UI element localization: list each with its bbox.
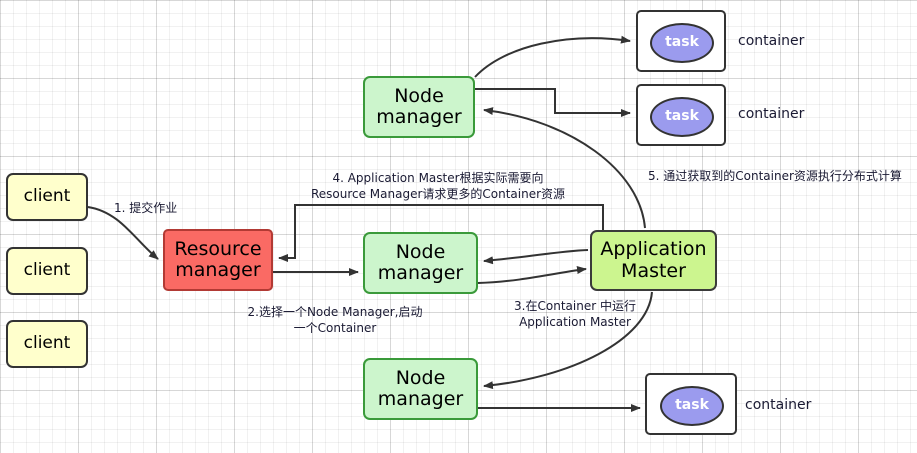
client-node-2[interactable]: client <box>6 247 88 295</box>
edge-top-node-manager-to-task-2 <box>475 88 631 117</box>
client-label: client <box>23 260 71 281</box>
application-master-label: Application Master <box>600 238 707 282</box>
edge-node-manager-to-application-master <box>477 266 587 284</box>
node-manager-bottom[interactable]: Node manager <box>363 358 478 420</box>
edge-label-step-4: 4. Application Master根据实际需要向 Resource Ma… <box>310 171 566 202</box>
container-box-2[interactable]: task <box>636 84 726 146</box>
resource-manager-node[interactable]: Resource manager <box>163 229 273 291</box>
node-manager-top[interactable]: Node manager <box>363 76 475 138</box>
node-manager-label: Node manager <box>376 84 462 128</box>
edge-label-step-3: 3.在Container 中运行 Application Master <box>514 299 636 330</box>
client-label: client <box>23 333 71 354</box>
task-ellipse-3[interactable]: task <box>660 386 724 426</box>
container-caption-1: container <box>738 33 805 49</box>
node-manager-label: Node manager <box>377 240 464 284</box>
resource-manager-label: Resource manager <box>174 237 262 281</box>
task-ellipse-1[interactable]: task <box>650 23 714 63</box>
container-caption-3: container <box>745 397 812 413</box>
task-label: task <box>665 108 699 125</box>
edge-application-master-to-node-manager <box>483 249 589 265</box>
edge-application-master-to-top-node-manager <box>483 107 646 229</box>
task-label: task <box>665 34 699 51</box>
node-manager-middle[interactable]: Node manager <box>363 232 478 294</box>
client-label: client <box>23 186 71 207</box>
edge-label-step-2: 2.选择一个Node Manager,启动 一个Container <box>247 305 423 336</box>
node-manager-label: Node manager <box>377 366 464 410</box>
client-node-1[interactable]: client <box>6 173 88 221</box>
container-caption-2: container <box>738 106 805 122</box>
edge-label-step-5: 5. 通过获取到的Container资源执行分布式计算 <box>648 169 902 183</box>
edge-top-node-manager-to-task-1 <box>474 35 631 78</box>
container-box-3[interactable]: task <box>645 373 737 435</box>
edge-label-step-1: 1. 提交作业 <box>114 201 178 215</box>
application-master-node[interactable]: Application Master <box>590 230 717 291</box>
container-box-1[interactable]: task <box>636 10 726 72</box>
client-node-3[interactable]: client <box>6 320 88 368</box>
task-label: task <box>675 397 709 414</box>
task-ellipse-2[interactable]: task <box>650 97 714 137</box>
